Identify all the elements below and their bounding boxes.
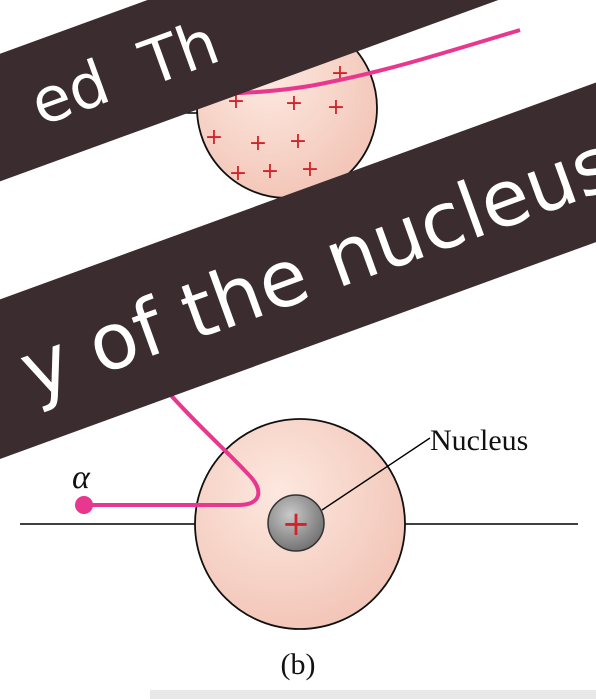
panel-label-b: (b) — [281, 648, 316, 681]
plus-charge: + — [261, 159, 279, 184]
nucleus-label: Nucleus — [430, 424, 528, 457]
nucleus-plus-sign: + — [282, 504, 311, 544]
plus-charge: + — [301, 157, 319, 182]
alpha-particle-dot — [75, 496, 93, 514]
plus-charge: + — [327, 95, 345, 120]
plus-charge: + — [249, 131, 267, 156]
footer-strip — [150, 690, 596, 699]
bottom-panel: + Nucleus α (b) — [20, 392, 578, 681]
plus-charge: + — [229, 161, 247, 186]
plus-charge: + — [289, 129, 307, 154]
plus-charge: + — [285, 91, 303, 116]
alpha-label: α — [72, 459, 91, 496]
plus-charge: + — [205, 125, 223, 150]
